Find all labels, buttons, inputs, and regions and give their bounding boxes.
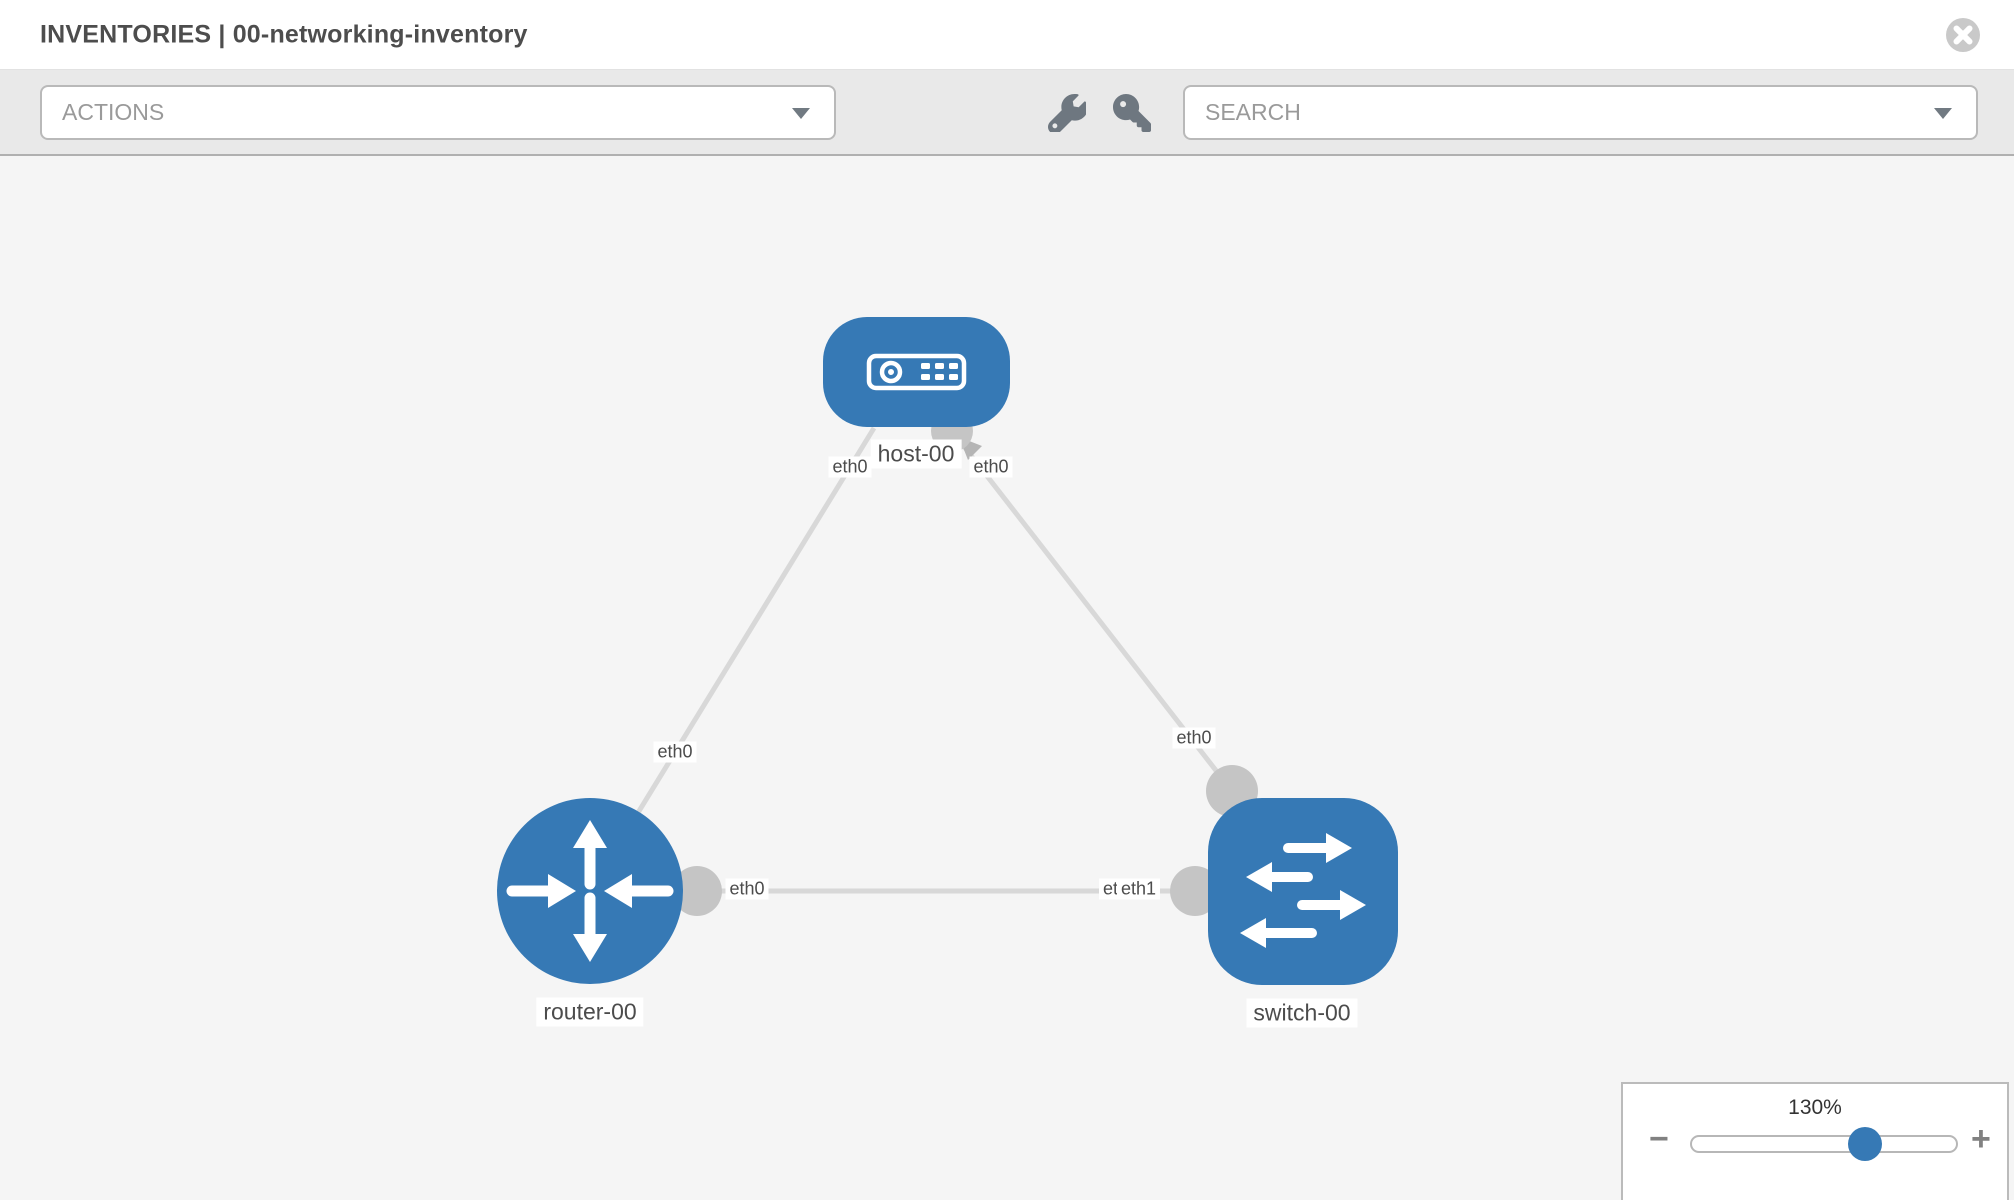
switch-icon <box>1240 833 1366 948</box>
node-switch-00[interactable] <box>1208 798 1398 985</box>
search-dropdown-label: SEARCH <box>1205 99 1301 125</box>
connector-switch-left <box>1170 866 1220 916</box>
chevron-down-icon <box>1934 107 1952 119</box>
router-icon <box>506 820 674 962</box>
interface-label: eth1 <box>1117 878 1161 900</box>
zoom-slider-track[interactable] <box>1690 1127 1958 1161</box>
node-host-00[interactable] <box>823 317 1010 427</box>
key-icon <box>1113 94 1151 132</box>
close-button[interactable] <box>1945 17 1981 53</box>
chevron-down-icon <box>792 107 810 119</box>
interface-label: eth0 <box>653 741 697 763</box>
topology-canvas[interactable]: eth0 eth0 eth0 eth0 eth0 eth0 eth1 host-… <box>0 156 2014 1200</box>
zoom-value: 130% <box>1788 1096 1842 1119</box>
topology-svg[interactable] <box>0 156 2014 1200</box>
search-dropdown[interactable]: SEARCH <box>1183 85 1978 140</box>
zoom-slider-knob[interactable] <box>1848 1127 1882 1161</box>
node-label-router: router-00 <box>536 997 644 1027</box>
node-label-host: host-00 <box>870 439 962 469</box>
zoom-in-button[interactable]: + <box>1971 1120 1991 1158</box>
toolbar: ACTIONS SEARCH <box>0 70 2014 156</box>
zoom-widget: 130% − + <box>1621 1082 2009 1200</box>
interface-label: eth0 <box>1172 727 1216 749</box>
connector-router-right <box>672 866 722 916</box>
close-icon <box>1946 18 1980 52</box>
wrench-icon <box>1048 94 1088 134</box>
interface-label: eth0 <box>725 878 769 900</box>
breadcrumb-header: INVENTORIES | 00-networking-inventory <box>0 0 2014 70</box>
node-label-switch: switch-00 <box>1246 998 1358 1028</box>
interface-label: eth0 <box>969 456 1013 478</box>
server-icon <box>866 353 967 391</box>
interface-label: eth0 <box>828 456 872 478</box>
node-router-00[interactable] <box>497 798 683 984</box>
actions-dropdown[interactable]: ACTIONS <box>40 85 836 140</box>
wrench-button[interactable] <box>1048 94 1088 134</box>
zoom-out-button[interactable]: − <box>1649 1120 1669 1158</box>
actions-dropdown-label: ACTIONS <box>62 99 165 125</box>
key-button[interactable] <box>1113 94 1153 134</box>
page-title: INVENTORIES | 00-networking-inventory <box>40 20 528 48</box>
